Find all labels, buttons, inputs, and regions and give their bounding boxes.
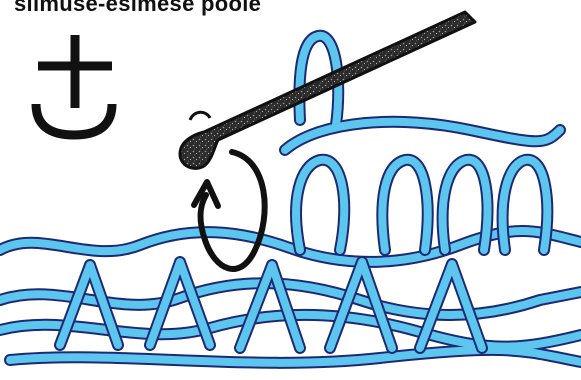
yarn-current-row-loops	[285, 36, 560, 250]
stitch-symbol-icon	[36, 35, 112, 135]
yarn-foundation-rows	[0, 231, 581, 363]
yarn-over-arrow-icon	[194, 152, 265, 269]
